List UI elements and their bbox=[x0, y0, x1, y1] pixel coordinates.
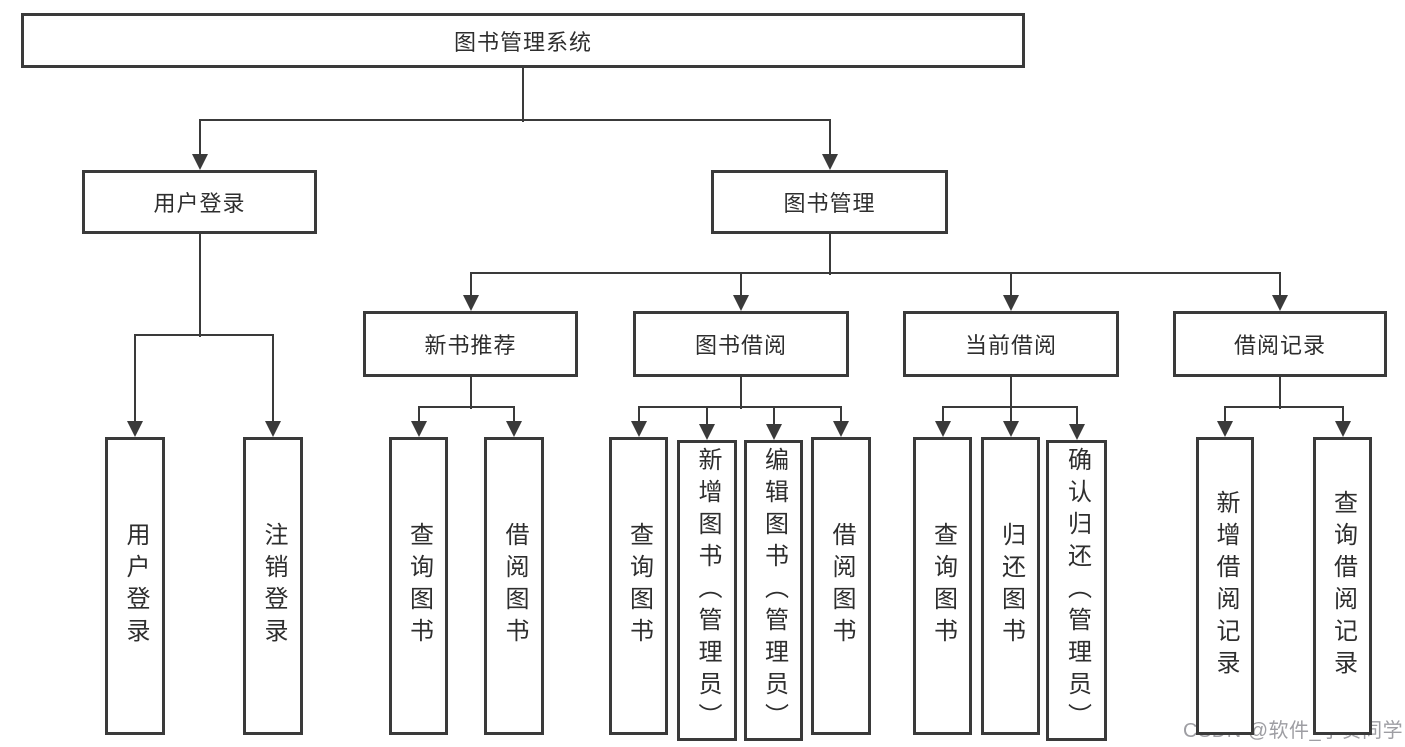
node-leaf-return-book: 归还图书 bbox=[981, 437, 1040, 735]
node-leaf-query-book-1: 查询图书 bbox=[389, 437, 448, 735]
connector-drop bbox=[637, 407, 640, 424]
node-label: 借阅图书 bbox=[501, 522, 528, 650]
arrow-down-icon bbox=[410, 421, 427, 437]
connector-drop bbox=[417, 407, 420, 424]
node-label: 图书管理 bbox=[783, 191, 876, 216]
connector-stem bbox=[1010, 377, 1012, 409]
connector-drop bbox=[1075, 407, 1078, 427]
node-label: 借阅图书 bbox=[828, 522, 855, 650]
node-book-borrow: 图书借阅 bbox=[633, 311, 849, 377]
node-label: 确认归还（管理员） bbox=[1063, 446, 1091, 735]
connector-drop bbox=[272, 335, 274, 424]
node-label: 借阅记录 bbox=[1233, 333, 1326, 358]
connector-stem bbox=[1279, 377, 1281, 409]
arrow-down-icon bbox=[191, 154, 208, 170]
node-leaf-query-record: 查询借阅记录 bbox=[1313, 437, 1372, 735]
node-user-login: 用户登录 bbox=[82, 170, 317, 234]
connector-drop bbox=[198, 120, 201, 157]
node-book-mgmt: 图书管理 bbox=[711, 170, 948, 234]
arrow-down-icon bbox=[765, 424, 782, 440]
connector-drop bbox=[772, 407, 775, 427]
arrow-down-icon bbox=[821, 154, 838, 170]
connector-stem bbox=[522, 68, 524, 122]
arrow-down-icon bbox=[127, 421, 143, 437]
arrow-down-icon bbox=[462, 295, 479, 311]
connector-drop bbox=[828, 120, 831, 157]
node-label: 新书推荐 bbox=[424, 333, 517, 358]
arrow-down-icon bbox=[506, 421, 522, 437]
node-leaf-edit-book: 编辑图书（管理员） bbox=[744, 440, 803, 741]
connector-drop bbox=[1279, 273, 1281, 298]
node-label: 用户登录 bbox=[122, 522, 149, 650]
node-leaf-borrow-book-1: 借阅图书 bbox=[484, 437, 544, 735]
arrow-down-icon bbox=[1002, 421, 1019, 437]
node-label: 当前借阅 bbox=[964, 333, 1057, 358]
connector-branch bbox=[469, 272, 1281, 274]
node-current-borrow: 当前借阅 bbox=[903, 311, 1119, 377]
node-borrow-records: 借阅记录 bbox=[1173, 311, 1387, 377]
connector-drop bbox=[840, 407, 842, 424]
arrow-down-icon bbox=[1003, 295, 1019, 311]
node-leaf-user-login: 用户登录 bbox=[105, 437, 165, 735]
node-label: 用户登录 bbox=[153, 191, 246, 216]
connector-branch bbox=[1224, 406, 1344, 408]
node-label: 查询图书 bbox=[625, 522, 653, 650]
connector-drop bbox=[706, 407, 708, 427]
node-leaf-logout: 注销登录 bbox=[243, 437, 303, 735]
connector-branch bbox=[417, 406, 515, 408]
arrow-down-icon bbox=[1334, 421, 1351, 437]
connector-drop bbox=[134, 335, 136, 424]
node-label: 编辑图书（管理员） bbox=[760, 446, 788, 735]
connector-branch bbox=[198, 119, 831, 121]
connector-stem bbox=[469, 377, 472, 409]
connector-drop bbox=[513, 407, 515, 424]
connector-stem bbox=[828, 234, 831, 275]
arrow-down-icon bbox=[699, 424, 715, 440]
arrow-down-icon bbox=[265, 421, 281, 437]
connector-branch bbox=[134, 334, 274, 336]
connector-drop bbox=[1341, 407, 1344, 424]
node-label: 查询图书 bbox=[405, 522, 433, 650]
connector-drop bbox=[1010, 273, 1012, 298]
node-system: 图书管理系统 bbox=[21, 13, 1025, 68]
arrow-down-icon bbox=[1272, 295, 1288, 311]
connector-drop bbox=[1009, 407, 1012, 424]
node-label: 新增借阅记录 bbox=[1212, 490, 1239, 682]
node-label: 新增图书（管理员） bbox=[694, 446, 721, 735]
connector-drop bbox=[469, 273, 472, 298]
arrow-down-icon bbox=[833, 421, 849, 437]
arrow-down-icon bbox=[733, 295, 749, 311]
connector-drop bbox=[1224, 407, 1226, 424]
node-leaf-borrow-book-2: 借阅图书 bbox=[811, 437, 871, 735]
node-label: 注销登录 bbox=[260, 522, 287, 650]
connector-stem bbox=[740, 377, 742, 409]
connector-drop bbox=[941, 407, 944, 424]
connector-drop bbox=[740, 273, 742, 298]
arrow-down-icon bbox=[630, 421, 647, 437]
connector-branch bbox=[637, 406, 842, 408]
node-label: 查询图书 bbox=[929, 522, 957, 650]
node-leaf-query-book-2: 查询图书 bbox=[609, 437, 668, 735]
arrow-down-icon bbox=[934, 421, 951, 437]
arrow-down-icon bbox=[1217, 421, 1233, 437]
node-label: 归还图书 bbox=[997, 522, 1025, 650]
node-label: 查询借阅记录 bbox=[1329, 490, 1357, 682]
node-leaf-add-book: 新增图书（管理员） bbox=[677, 440, 737, 741]
node-new-book-rec: 新书推荐 bbox=[363, 311, 578, 377]
node-label: 图书借阅 bbox=[694, 333, 787, 358]
node-leaf-query-book-3: 查询图书 bbox=[913, 437, 972, 735]
connector-stem bbox=[198, 234, 201, 337]
node-leaf-confirm-return: 确认归还（管理员） bbox=[1046, 440, 1107, 741]
node-leaf-add-record: 新增借阅记录 bbox=[1196, 437, 1254, 735]
arrow-down-icon bbox=[1068, 424, 1085, 440]
node-label: 图书管理系统 bbox=[453, 29, 592, 55]
